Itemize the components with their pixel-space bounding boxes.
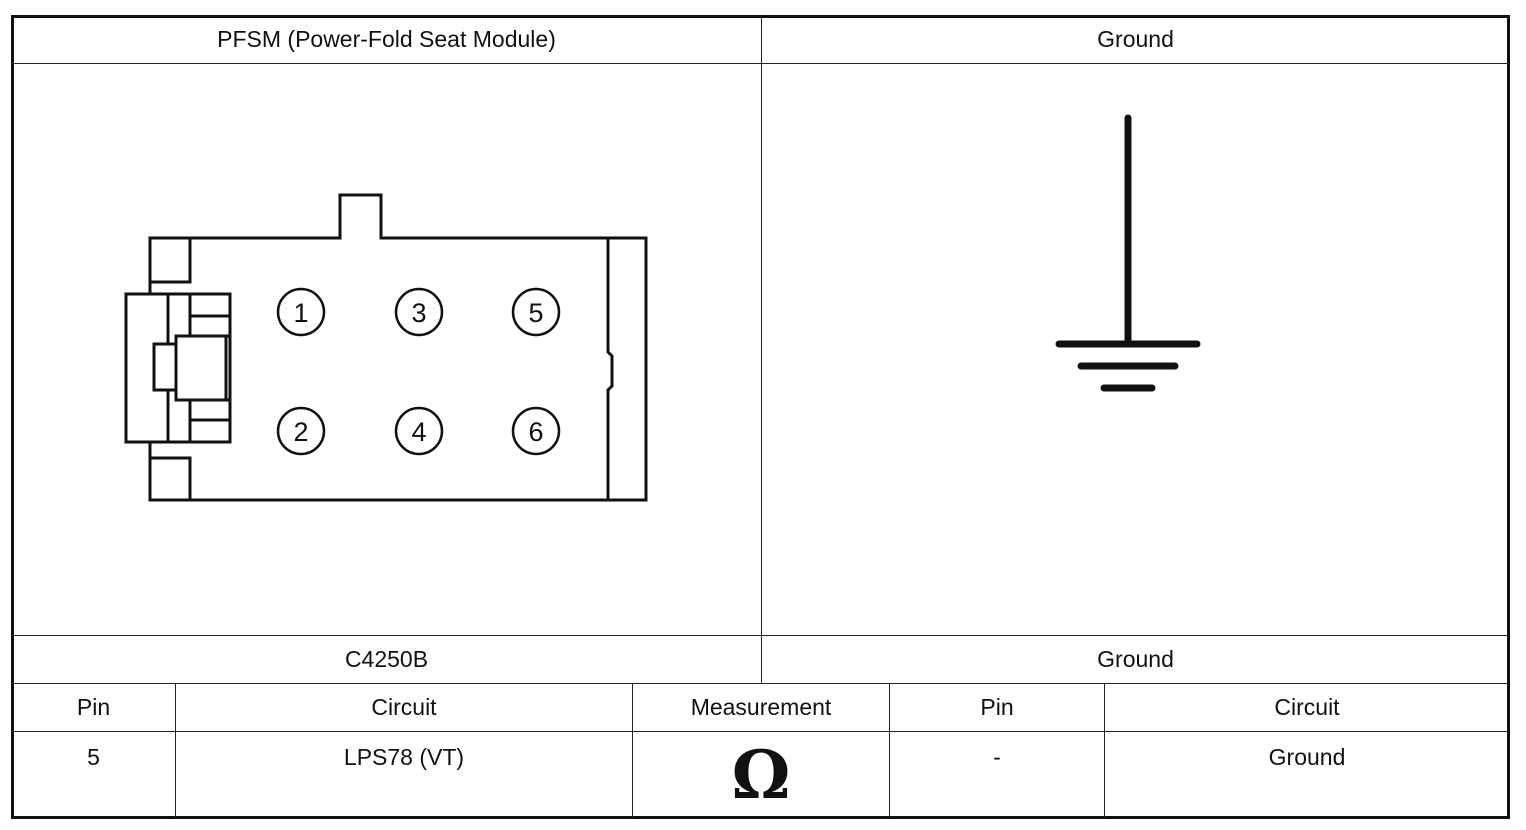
pin-4-circle — [394, 406, 444, 456]
connector-right-rail — [606, 238, 614, 500]
pin-1-circle — [276, 287, 326, 337]
diagram-frame — [11, 15, 1510, 819]
ground-id: Ground — [1097, 646, 1174, 672]
pin-6-label: 6 — [528, 417, 543, 447]
connector-ear-top — [148, 236, 192, 284]
divider — [889, 683, 890, 818]
divider — [12, 63, 1509, 64]
divider — [12, 731, 1509, 732]
pin-5-circle — [511, 287, 561, 337]
ground-title: Ground — [1097, 26, 1174, 52]
divider — [12, 635, 1509, 636]
connector-ear-bottom — [148, 456, 192, 502]
pin-1-label: 1 — [293, 298, 308, 328]
pin-3-circle — [394, 287, 444, 337]
pin-2-circle — [276, 406, 326, 456]
connector-id: C4250B — [344, 646, 429, 672]
divider — [12, 683, 1509, 684]
row-pin-2: - — [993, 744, 1001, 770]
connector-latch-block — [174, 334, 228, 402]
pin-6-circle — [511, 406, 561, 456]
row-circuit-2: Ground — [1268, 744, 1346, 770]
pin-4-label: 4 — [411, 417, 426, 447]
connector-title: PFSM (Power-Fold Seat Module) — [217, 26, 556, 52]
header-measurement: Measurement — [690, 694, 832, 720]
header-circuit: Circuit — [371, 694, 437, 720]
divider — [632, 683, 633, 818]
pin-3-label: 3 — [411, 298, 426, 328]
divider — [1104, 683, 1105, 818]
row-measurement: Ω — [633, 732, 889, 818]
header-circuit-2: Circuit — [1274, 694, 1340, 720]
row-pin: 5 — [87, 744, 100, 770]
pin-2-label: 2 — [293, 417, 308, 447]
row-circuit: LPS78 (VT) — [343, 744, 465, 770]
divider — [761, 16, 762, 683]
pin-5-label: 5 — [528, 298, 543, 328]
divider — [175, 683, 176, 818]
header-pin: Pin — [76, 694, 111, 720]
ohm-icon: Ω — [731, 736, 791, 814]
header-pin-2: Pin — [980, 694, 1014, 720]
